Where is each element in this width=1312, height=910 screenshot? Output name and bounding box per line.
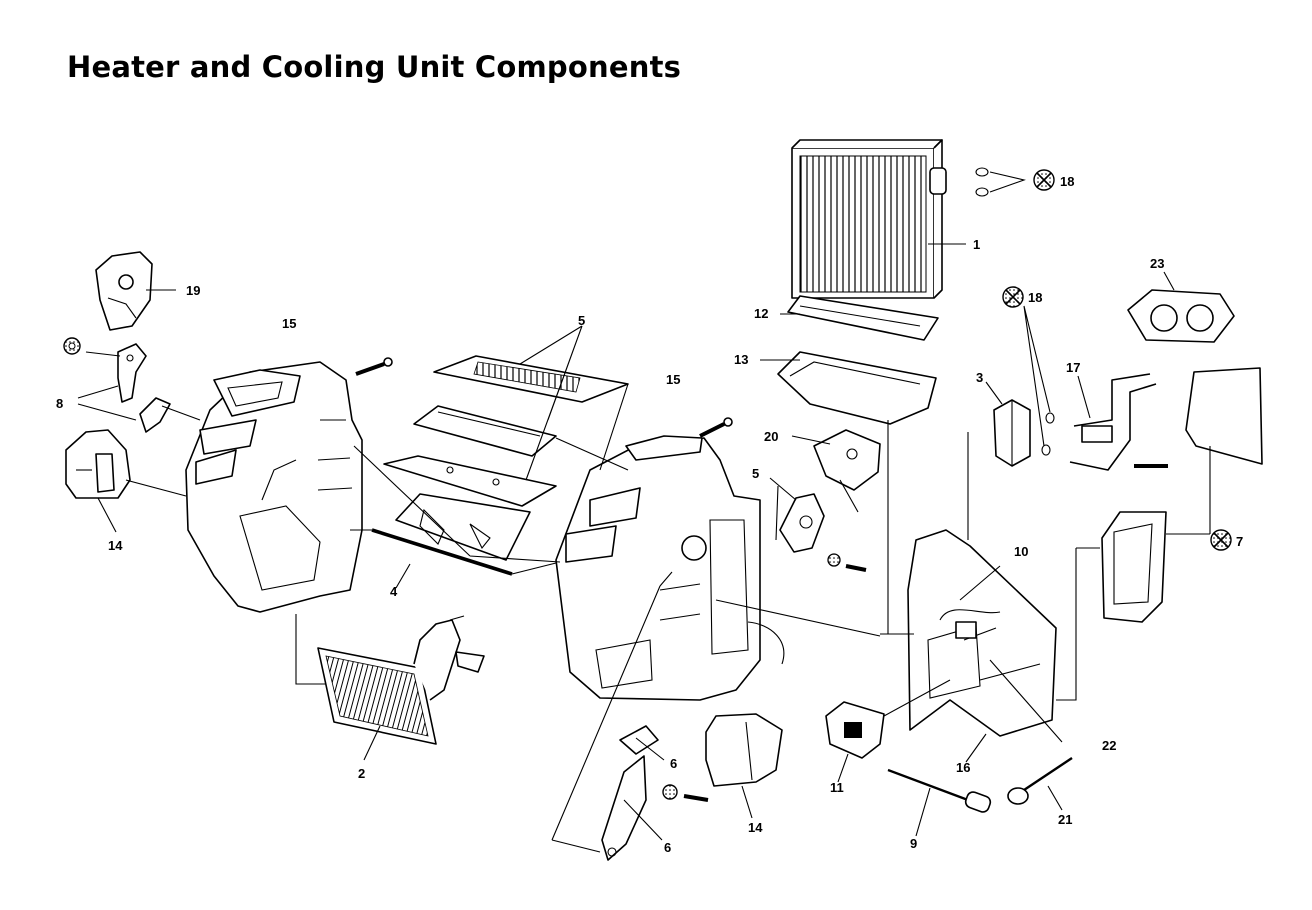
callout-14-right: 14 bbox=[748, 820, 763, 835]
bushing bbox=[63, 337, 81, 355]
callout-11: 11 bbox=[830, 780, 844, 795]
blower-unit bbox=[907, 529, 1057, 737]
callout-4: 4 bbox=[390, 584, 398, 599]
callout-15-left: 15 bbox=[282, 316, 296, 331]
door-lever bbox=[117, 343, 147, 403]
callout-6-upper: 6 bbox=[670, 756, 677, 771]
heater-case-right bbox=[555, 435, 761, 701]
callout-17: 17 bbox=[1066, 360, 1080, 375]
callout-21: 21 bbox=[1058, 812, 1072, 827]
evaporator-pan bbox=[777, 351, 937, 425]
insulation-pad bbox=[1185, 367, 1263, 465]
callout-19: 19 bbox=[186, 283, 200, 298]
callout-22: 22 bbox=[1102, 738, 1116, 753]
callout-8: 8 bbox=[56, 396, 63, 411]
seal-plate bbox=[1127, 289, 1235, 343]
callout-9: 9 bbox=[910, 836, 917, 851]
callout-14-left: 14 bbox=[108, 538, 123, 553]
screw bbox=[845, 564, 867, 572]
circle-x-icon bbox=[1033, 169, 1055, 191]
screw bbox=[683, 794, 709, 802]
door-lever-lower bbox=[601, 725, 659, 861]
heater-core bbox=[317, 615, 485, 745]
callout-3: 3 bbox=[976, 370, 983, 385]
callout-18-upper: 18 bbox=[1060, 174, 1074, 189]
temperature-actuator bbox=[813, 429, 881, 513]
blower-resistor bbox=[825, 701, 885, 759]
callout-12: 12 bbox=[754, 306, 768, 321]
mode-door-lower bbox=[383, 455, 557, 507]
circle-x-icon bbox=[1210, 529, 1232, 551]
callout-7: 7 bbox=[1236, 534, 1243, 549]
screw bbox=[355, 357, 393, 376]
seal-gasket bbox=[779, 493, 825, 553]
refrigerant-pipes bbox=[1069, 373, 1157, 471]
evaporator-core bbox=[791, 139, 947, 299]
callout-18-lower: 18 bbox=[1028, 290, 1042, 305]
blower-housing-right bbox=[705, 713, 783, 787]
callout-6-lower: 6 bbox=[664, 840, 671, 855]
callout-5-gasket: 5 bbox=[752, 466, 759, 481]
filter-frame bbox=[1101, 511, 1167, 623]
o-ring bbox=[975, 167, 989, 177]
diagram-title: Heater and Cooling Unit Components bbox=[67, 50, 682, 84]
callout-10: 10 bbox=[1014, 544, 1028, 559]
expansion-valve bbox=[993, 399, 1031, 467]
blower-housing-left bbox=[65, 429, 131, 499]
callout-5-doors: 5 bbox=[578, 313, 585, 328]
control-cable bbox=[887, 768, 992, 813]
callout-16: 16 bbox=[956, 760, 970, 775]
mode-door-upper bbox=[433, 355, 629, 403]
door-link bbox=[139, 397, 171, 433]
heater-case-left bbox=[185, 361, 363, 613]
air-mix-door bbox=[371, 493, 531, 576]
clip-pin bbox=[1007, 757, 1073, 805]
bushing bbox=[662, 784, 678, 800]
bushing bbox=[827, 553, 841, 567]
circle-x-icon bbox=[1002, 286, 1024, 308]
callout-1: 1 bbox=[973, 237, 980, 252]
screw bbox=[699, 417, 733, 438]
mode-door-middle bbox=[413, 405, 557, 457]
drain-tray bbox=[787, 295, 939, 341]
callout-15-right: 15 bbox=[666, 372, 680, 387]
mode-actuator bbox=[95, 251, 153, 331]
callout-23: 23 bbox=[1150, 256, 1164, 271]
callout-2: 2 bbox=[358, 766, 365, 781]
callout-20: 20 bbox=[764, 429, 778, 444]
o-ring bbox=[975, 187, 989, 197]
callout-13: 13 bbox=[734, 352, 748, 367]
